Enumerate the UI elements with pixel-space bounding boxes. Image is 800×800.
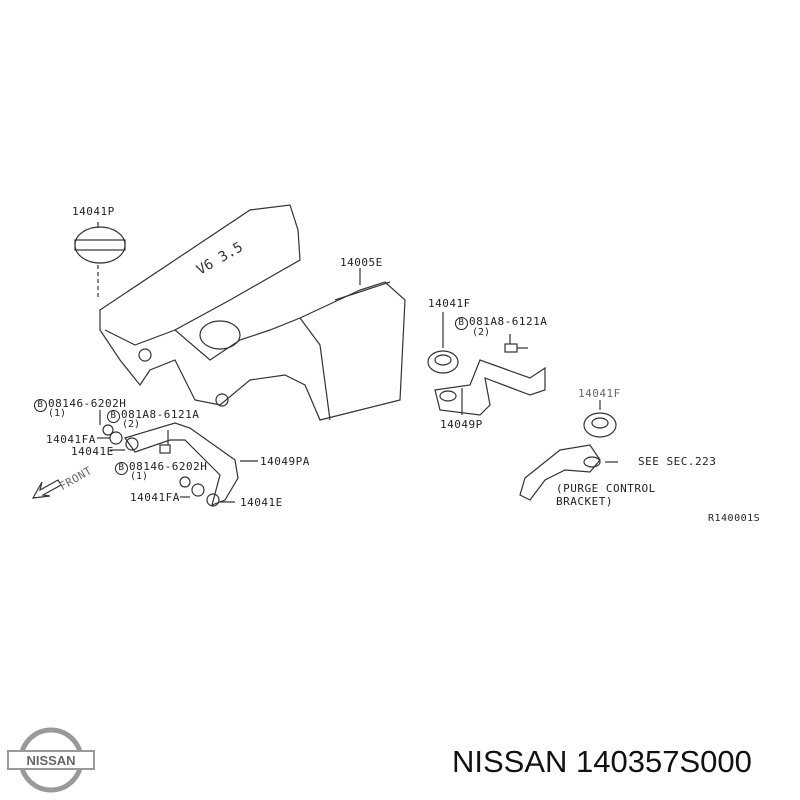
part-number: 081A8-6121A <box>469 315 548 328</box>
label-14041F-2: 14041F <box>578 387 621 400</box>
label-see-sec-223: SEE SEC.223 <box>638 455 717 468</box>
bolt-marker-icon: B <box>455 317 468 330</box>
emblem-part <box>74 222 126 300</box>
grommet-part <box>427 350 459 374</box>
grommet-part-2 <box>583 412 617 438</box>
label-14041FA-1: 14041FA <box>46 433 96 446</box>
label-14041P: 14041P <box>72 205 115 218</box>
label-purge-1: (PURGE CONTROL <box>556 482 656 495</box>
label-14049PA: 14049PA <box>260 455 310 468</box>
qty: (2) <box>122 419 141 430</box>
label-14041F: 14041F <box>428 297 471 310</box>
svg-text:V6 3.5: V6 3.5 <box>194 239 246 278</box>
purge-control-bracket <box>519 444 601 501</box>
qty: (1) <box>130 471 149 482</box>
part-number: 08146-6202H <box>48 397 127 410</box>
label-purge-2: BRACKET) <box>556 495 613 508</box>
part-number: 081A8-6121A <box>121 408 200 421</box>
qty: (2) <box>472 327 491 338</box>
bolt-marker-icon: B <box>115 462 128 475</box>
qty: (1) <box>48 408 67 419</box>
label-14005E: 14005E <box>340 256 383 269</box>
label-14041E-1: 14041E <box>71 445 114 458</box>
bolt-marker-icon: B <box>107 410 120 423</box>
part-number: 08146-6202H <box>129 460 208 473</box>
bolt-marker-icon: B <box>34 399 47 412</box>
diagram-code: R140001S <box>708 513 761 524</box>
front-arrow-icon <box>31 479 62 499</box>
engine-cover: V6 3.5 <box>99 204 406 421</box>
label-14041E-2: 14041E <box>240 496 283 509</box>
label-14041FA-2: 14041FA <box>130 491 180 504</box>
bracket-p-part <box>434 359 546 416</box>
label-14049P: 14049P <box>440 418 483 431</box>
part-caption: NISSAN 140357S000 <box>452 744 752 779</box>
svg-text:NISSAN: NISSAN <box>26 753 75 768</box>
nissan-logo: NISSAN <box>7 727 95 793</box>
